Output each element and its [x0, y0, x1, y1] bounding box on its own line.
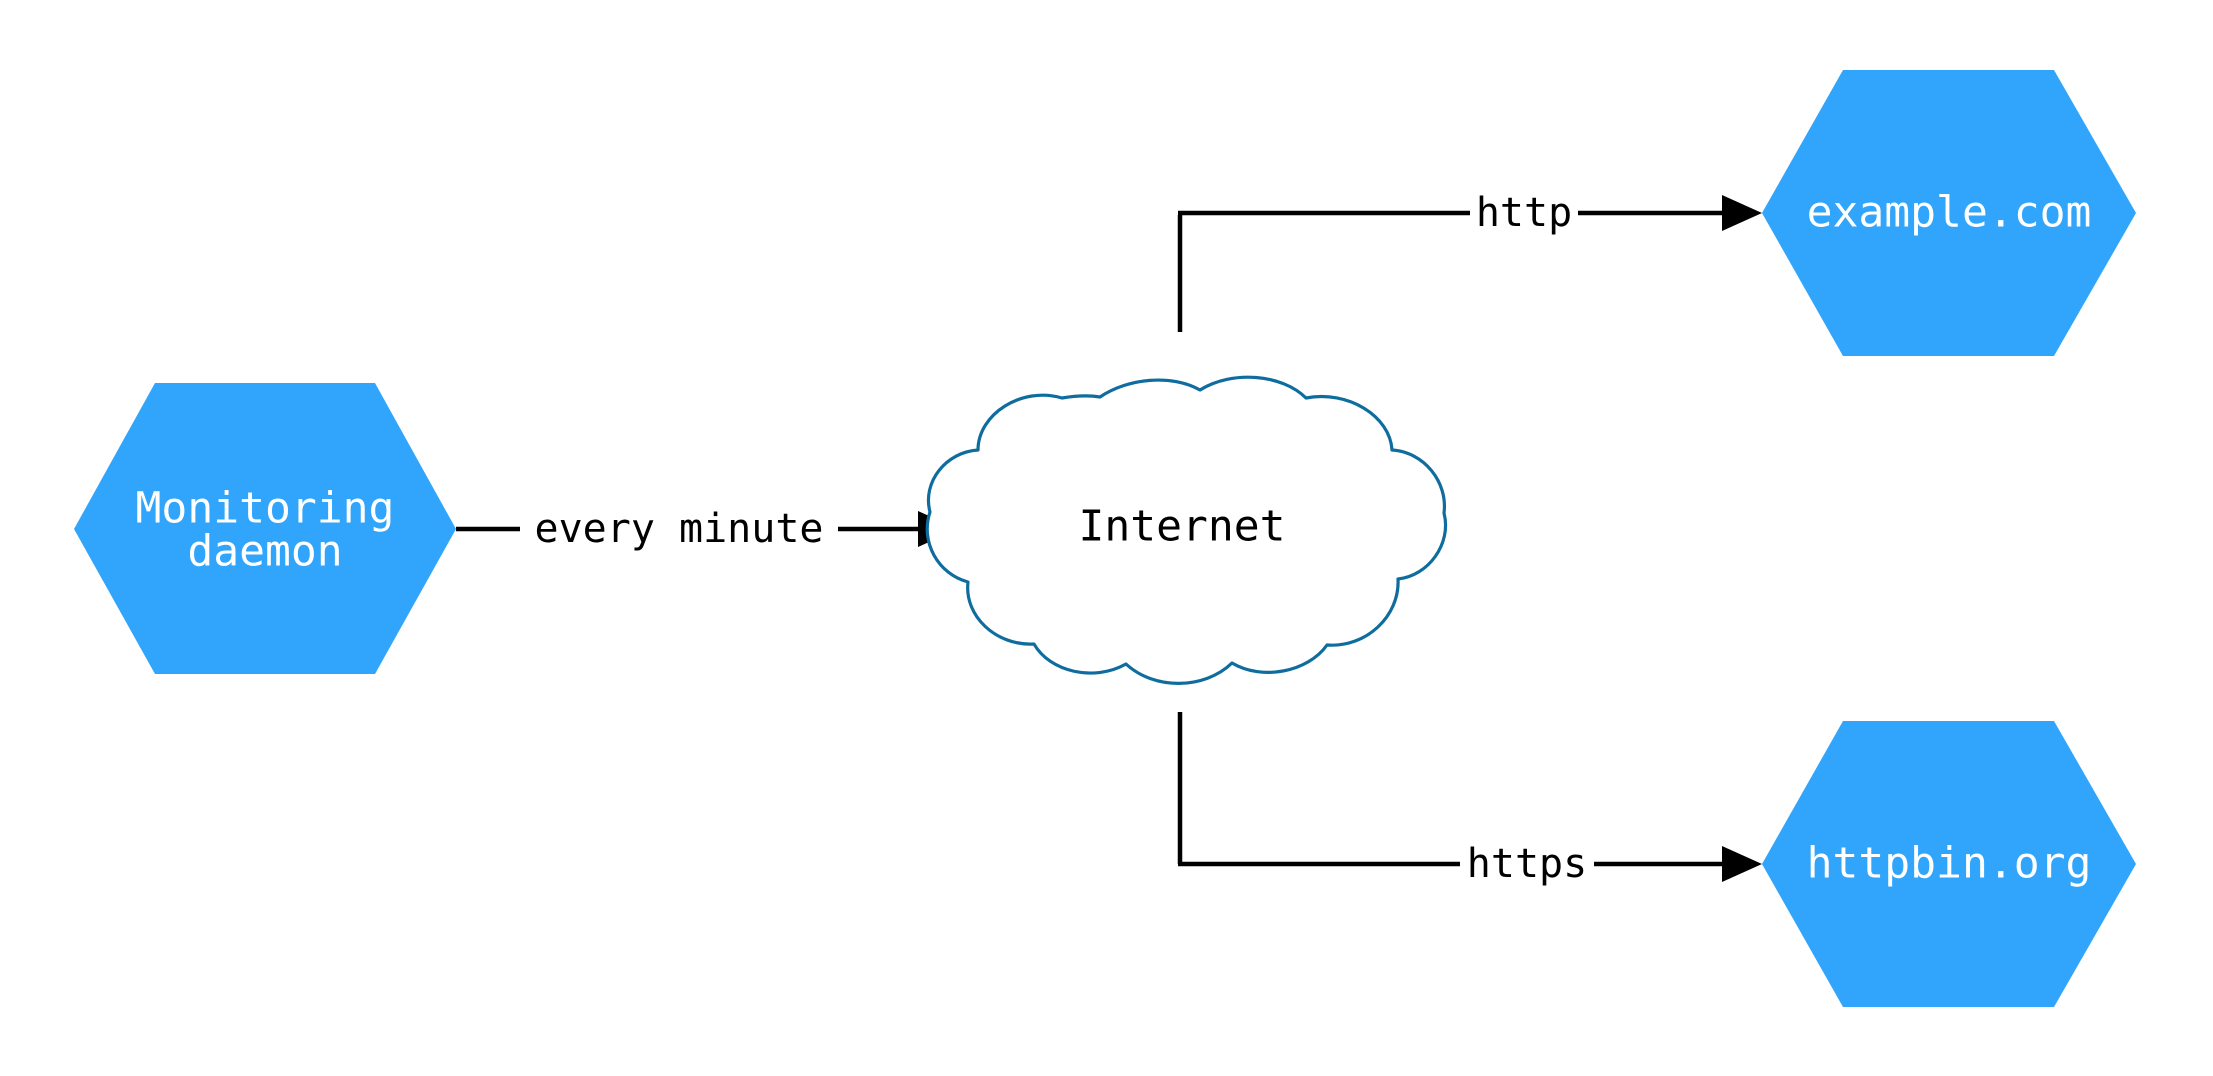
node-label-internet: Internet — [1078, 502, 1285, 552]
edge-internet-to-example: http — [1177, 190, 1762, 332]
node-monitoring-daemon[interactable]: Monitoring daemon — [74, 383, 456, 674]
hexagon-shape[interactable] — [74, 383, 456, 674]
node-httpbin-org[interactable]: httpbin.org — [1762, 721, 2136, 1007]
node-label-example-com: example.com — [1807, 188, 2092, 238]
edge-internet-to-httpbin: https — [1177, 712, 1762, 887]
edge-label-https: https — [1467, 841, 1587, 887]
node-label-monitoring-daemon-line2: daemon — [187, 527, 342, 577]
edge-label-every-minute: every minute — [535, 506, 824, 552]
arrowhead-icon — [1722, 846, 1762, 882]
cloud-shape[interactable] — [925, 375, 1448, 685]
node-example-com[interactable]: example.com — [1762, 70, 2136, 356]
node-label-monitoring-daemon-line1: Monitoring — [136, 484, 395, 534]
node-label-httpbin-org: httpbin.org — [1807, 839, 2092, 889]
hexagon-shape[interactable] — [1762, 721, 2136, 1007]
hexagon-shape[interactable] — [1762, 70, 2136, 356]
node-internet-cloud[interactable]: Internet — [925, 375, 1448, 685]
arrowhead-icon — [1722, 195, 1762, 231]
edge-label-http: http — [1476, 190, 1572, 236]
